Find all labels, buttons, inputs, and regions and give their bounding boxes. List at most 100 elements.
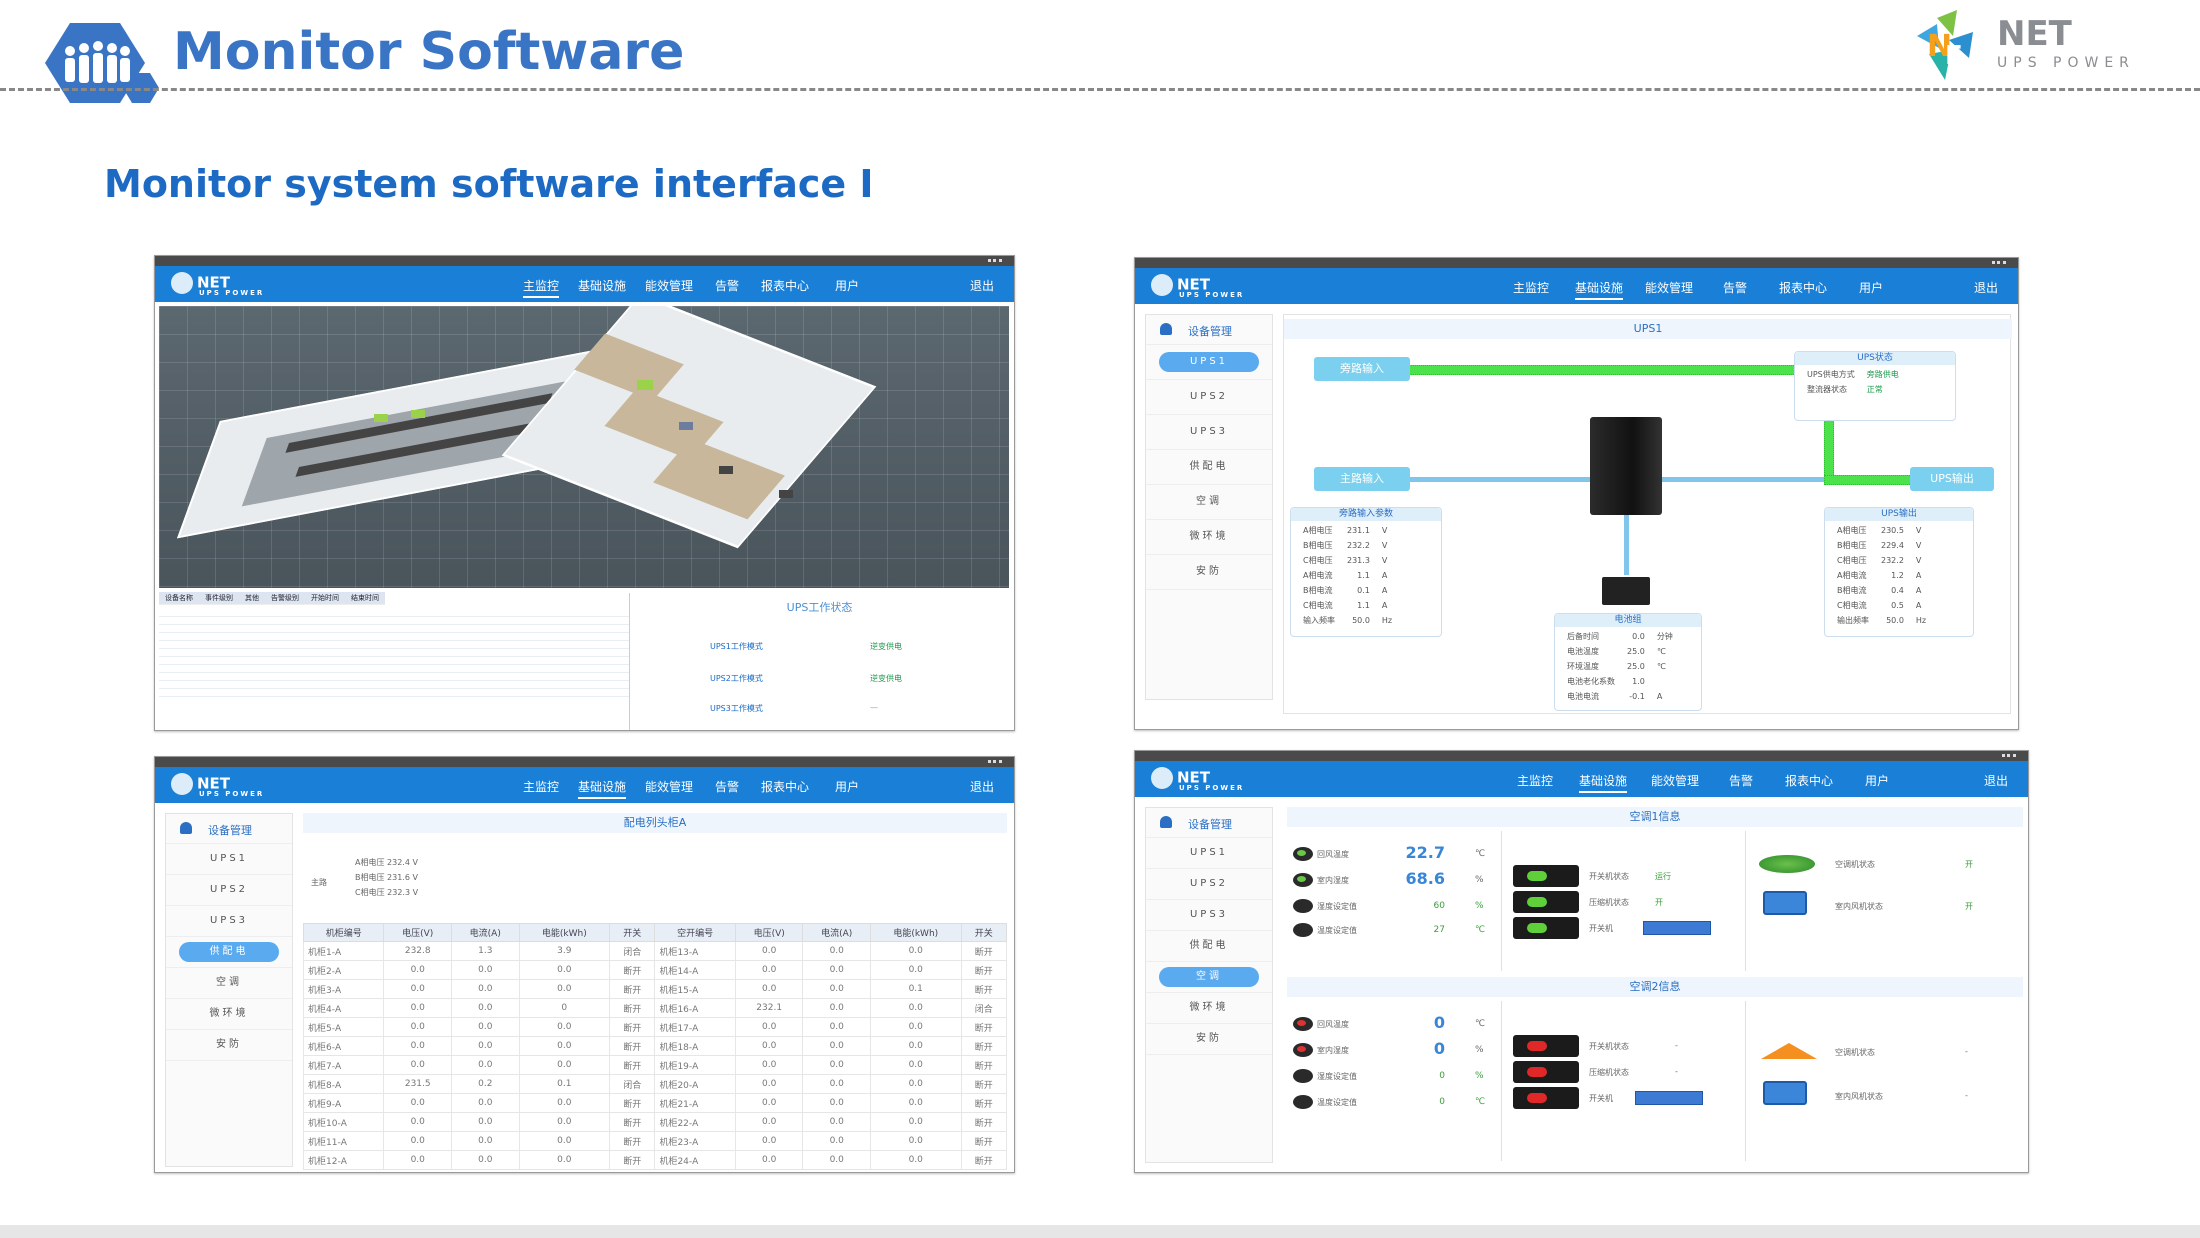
ac1-onoff-buttons[interactable] [1643,921,1711,935]
sidebar-item-environment[interactable]: 微环境 [1146,993,1272,1024]
table-cell: 闭合 [960,998,1007,1018]
nav-reports[interactable]: 报表中心 [1785,774,1834,788]
table-cell: 断开 [960,1017,1007,1037]
sidebar-item-power[interactable]: 供配电 [1146,931,1272,962]
window-titlebar [1135,258,2018,268]
summary-row: B相电压 231.6 V [355,872,418,883]
rack-highlight [374,414,388,422]
sidebar-item-ups2[interactable]: UPS2 [166,875,292,906]
nav-energy[interactable]: 能效管理 [1651,774,1700,788]
nav-infrastructure[interactable]: 基础设施 [1575,279,1624,300]
sidebar-item-security[interactable]: 安防 [1146,1024,1272,1055]
nav-reports[interactable]: 报表中心 [1779,281,1828,295]
sidebar-item-security[interactable]: 安防 [1146,555,1272,590]
sidebar-item-ac[interactable]: 空调 [1146,962,1272,993]
column-header: 开关 [609,923,656,942]
box-title: 电池组 [1555,614,1701,627]
table-cell: 0.0 [383,960,452,980]
sidebar-item-ups1[interactable]: UPS1 [166,844,292,875]
table-cell: 断开 [960,1093,1007,1113]
table-cell: 机柜16-A [654,998,736,1018]
nav-alarm[interactable]: 告警 [715,279,740,293]
nav-main-monitor[interactable]: 主监控 [1517,774,1554,788]
nav-user[interactable]: 用户 [835,780,860,794]
nav-reports[interactable]: 报表中心 [761,279,810,293]
table-cell: 0.0 [870,941,962,961]
nav-energy[interactable]: 能效管理 [645,780,694,794]
status-label: UPS供电方式 [1807,370,1855,379]
nav-energy[interactable]: 能效管理 [1645,281,1694,295]
table-cell: 断开 [609,1150,656,1170]
exit-button[interactable]: 退出 [969,279,994,293]
param-unit: A [1915,601,1922,610]
sidebar-item-power[interactable]: 供配电 [1146,450,1272,485]
sidebar-item-power[interactable]: 供配电 [166,937,292,968]
param-label: B相电压 [1837,541,1867,550]
nav-alarm[interactable]: 告警 [1729,774,1754,788]
sidebar-item-ac[interactable]: 空调 [1146,485,1272,520]
sidebar-item-ups1[interactable]: UPS1 [1146,345,1272,380]
nav-infrastructure[interactable]: 基础设施 [578,778,627,799]
nav-reports[interactable]: 报表中心 [761,780,810,794]
sidebar-item-environment[interactable]: 微环境 [166,999,292,1030]
sidebar-item-ups1[interactable]: UPS1 [1146,838,1272,869]
nav-alarm[interactable]: 告警 [1723,281,1748,295]
ac2-onoff-buttons[interactable] [1635,1091,1703,1105]
nav-main-monitor[interactable]: 主监控 [523,277,560,298]
nav-energy[interactable]: 能效管理 [645,279,694,293]
exit-button[interactable]: 退出 [1973,281,1998,295]
sidebar-item-ups3[interactable]: UPS3 [166,906,292,937]
table-cell: 0.0 [518,979,611,999]
cabinet-table: 机柜编号电压(V)电流(A)电能(kWh)开关空开编号电压(V)电流(A)电能(… [302,923,1007,1170]
sidebar-item-ac[interactable]: 空调 [166,968,292,999]
nav-user[interactable]: 用户 [835,279,860,293]
sidebar-item-environment[interactable]: 微环境 [1146,520,1272,555]
param-value: 232.2 [1347,541,1370,550]
nav-infrastructure[interactable]: 基础设施 [1579,772,1628,793]
table-cell: 232.1 [734,998,804,1018]
column-header: 电能(kWh) [518,923,611,942]
nav-main-monitor[interactable]: 主监控 [1513,281,1550,295]
sidebar-item-ups3[interactable]: UPS3 [1146,415,1272,450]
table-header-row: 设备名称 事件级别 其他 告警级别 开始时间 结束时间 [159,592,385,605]
nav-alarm[interactable]: 告警 [715,780,740,794]
set-temp-icon [1293,923,1313,937]
nav-user[interactable]: 用户 [1865,774,1890,788]
svg-text:E: E [1945,41,1963,71]
param-label: B相电流 [1837,586,1867,595]
table-cell: 断开 [609,960,656,980]
nav-main-monitor[interactable]: 主监控 [523,780,560,794]
sidebar-item-ups2[interactable]: UPS2 [1146,380,1272,415]
param-label: B相电压 [1303,541,1333,550]
exit-button[interactable]: 退出 [969,780,994,794]
ac1-set-temp-unit: ℃ [1475,925,1486,935]
sidebar-item-ups3[interactable]: UPS3 [1146,900,1272,931]
sidebar-item-security[interactable]: 安防 [166,1030,292,1061]
exit-button[interactable]: 退出 [1983,774,2008,788]
table-cell: 0.1 [518,1074,611,1094]
battery-icon [1602,577,1650,605]
nav-user[interactable]: 用户 [1859,281,1884,295]
nav-infrastructure[interactable]: 基础设施 [578,279,627,293]
param-label: A相电流 [1303,571,1333,580]
param-value: 25.0 [1627,662,1645,671]
sidebar-item-ups2[interactable]: UPS2 [1146,869,1272,900]
alarm-table: 设备名称 事件级别 其他 告警级别 开始时间 结束时间 [159,592,629,730]
datacenter-3d-view[interactable] [159,306,1009,588]
param-value: 230.5 [1881,526,1904,535]
ups2-mode-value: 逆变供电 [870,674,902,683]
ac1-set-hum-label: 湿度设定值 [1317,902,1357,911]
diagram-title: UPS1 [1284,319,2012,339]
table-cell: 机柜13-A [654,941,736,961]
